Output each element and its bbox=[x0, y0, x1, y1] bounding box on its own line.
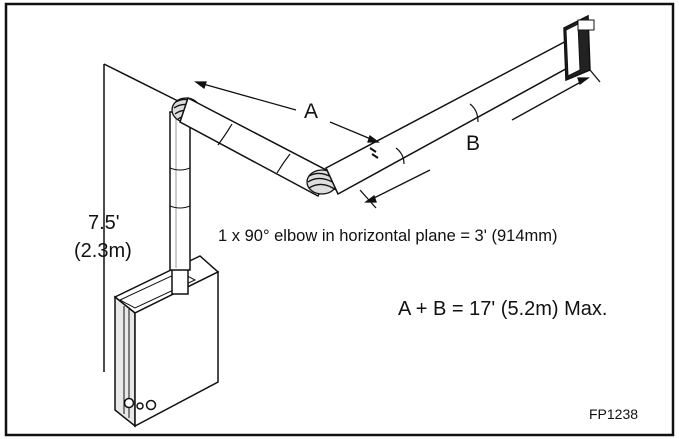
knob-icon bbox=[136, 402, 144, 410]
pipe-b bbox=[325, 35, 586, 196]
elbow-note: 1 x 90° elbow in horizontal plane = 3' (… bbox=[218, 227, 558, 245]
wall-lines bbox=[103, 63, 181, 372]
frame-border bbox=[4, 2, 675, 437]
wall-terminal bbox=[563, 14, 595, 82]
vertical-height-metric-label: (2.3m) bbox=[74, 240, 132, 262]
pipe-a bbox=[179, 96, 332, 198]
vertical-pipe bbox=[169, 111, 191, 295]
label-a: A bbox=[304, 100, 319, 123]
formula-label: A + B = 17' (5.2m) Max. bbox=[398, 298, 608, 320]
knob-icon bbox=[145, 399, 157, 411]
label-b: B bbox=[466, 132, 481, 155]
knob-icon bbox=[123, 397, 135, 409]
dimension-a bbox=[194, 81, 380, 159]
vertical-height-label: 7.5' bbox=[88, 212, 120, 234]
dimension-b bbox=[359, 69, 601, 209]
boiler bbox=[113, 255, 220, 428]
figure-id: FP1238 bbox=[589, 406, 639, 422]
